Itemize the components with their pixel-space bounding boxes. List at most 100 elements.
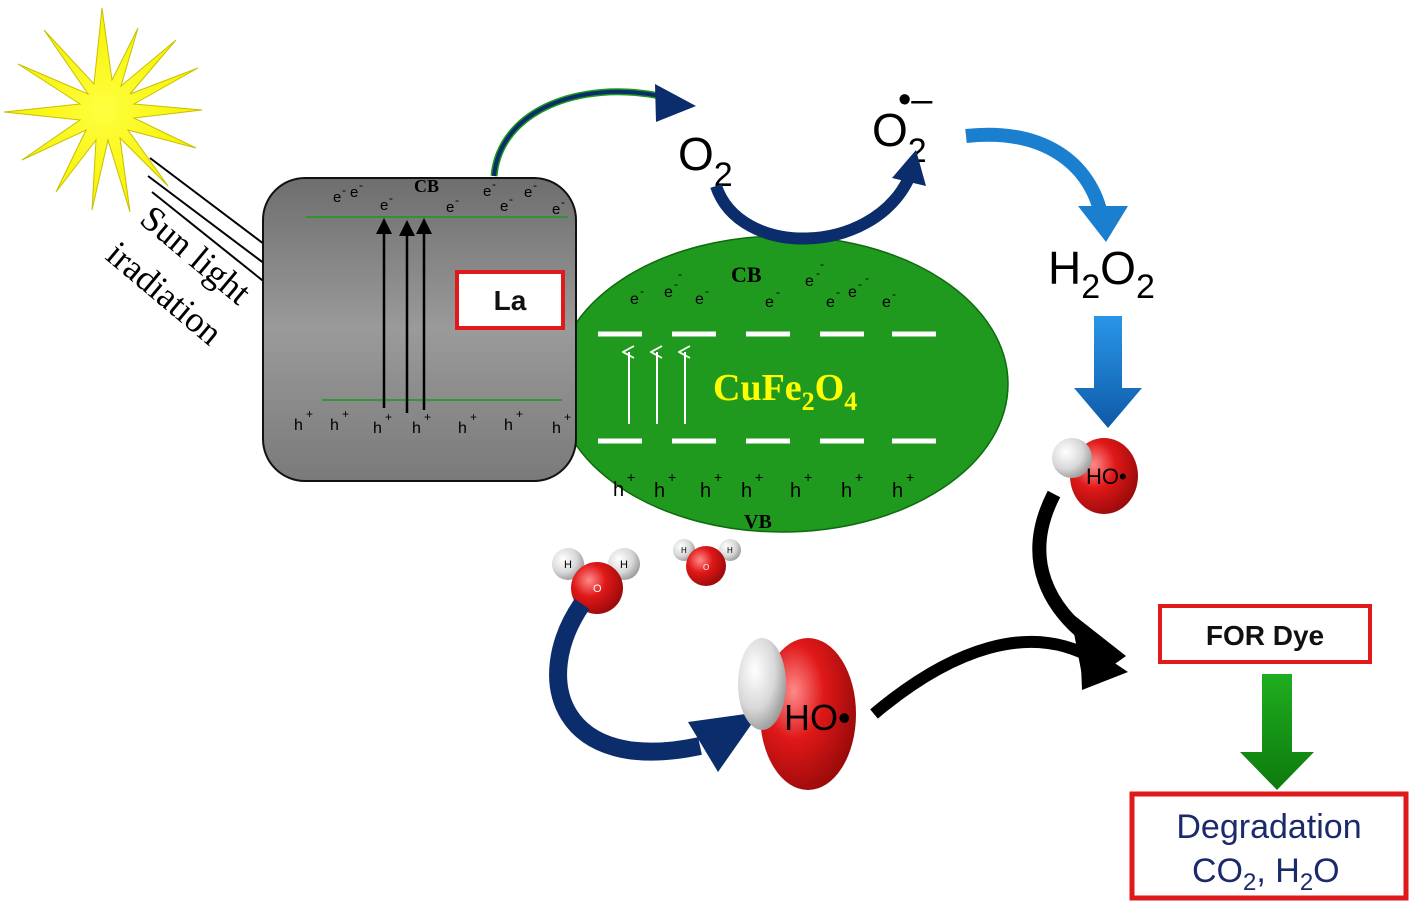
superoxide-charge: •– bbox=[898, 79, 933, 121]
svg-text:+: + bbox=[627, 469, 635, 485]
svg-text:h: h bbox=[741, 480, 752, 502]
svg-text:e: e bbox=[826, 294, 835, 311]
water-2-h-right: H bbox=[727, 546, 733, 555]
svg-text:h: h bbox=[373, 420, 382, 437]
svg-text:-: - bbox=[705, 284, 709, 298]
hydroxyl-radical-large bbox=[738, 638, 856, 790]
svg-text:+: + bbox=[564, 410, 571, 424]
water-1-o: O bbox=[593, 583, 602, 595]
svg-text:-: - bbox=[640, 284, 644, 298]
cufe2o4-label: CuFe2O4 bbox=[713, 367, 857, 416]
cufe2o4-holes: h+ h+ h+ h+ h+ h+ h+ bbox=[613, 469, 914, 502]
products-line2: CO2, H2O bbox=[1192, 852, 1340, 896]
svg-text:e: e bbox=[446, 199, 454, 216]
svg-text:e: e bbox=[882, 294, 891, 311]
svg-text:-: - bbox=[674, 277, 678, 291]
svg-text:+: + bbox=[306, 407, 313, 421]
cufe2o4-electrons: e- e- - e- e- e- - e- e- - e- bbox=[630, 257, 896, 311]
dye-label: FOR Dye bbox=[1206, 620, 1324, 651]
svg-text:-: - bbox=[865, 271, 869, 285]
cufe2o4-vb-label: VB bbox=[744, 511, 772, 533]
hydroxyl-to-dye-arrow-2 bbox=[870, 635, 1128, 719]
cufe2o4-cb-label: CB bbox=[731, 262, 762, 287]
products-line1: Degradation bbox=[1176, 808, 1361, 846]
svg-text:e: e bbox=[695, 291, 704, 308]
svg-text:e: e bbox=[664, 284, 673, 301]
svg-text:+: + bbox=[342, 407, 349, 421]
svg-text:+: + bbox=[714, 469, 722, 485]
svg-text:-: - bbox=[678, 267, 682, 281]
svg-text:h: h bbox=[552, 420, 561, 437]
svg-text:-: - bbox=[359, 178, 363, 192]
svg-text:e: e bbox=[552, 201, 560, 218]
svg-text:+: + bbox=[424, 410, 431, 424]
svg-text:e: e bbox=[524, 184, 532, 201]
o2-label: O2 bbox=[678, 128, 733, 194]
superoxide-to-h2o2-arrow bbox=[965, 127, 1128, 242]
products-box bbox=[1129, 791, 1409, 901]
svg-text:-: - bbox=[776, 285, 780, 299]
svg-text:-: - bbox=[509, 192, 513, 206]
water-2-h-left: H bbox=[681, 546, 687, 555]
svg-text:e: e bbox=[483, 183, 491, 200]
svg-text:h: h bbox=[892, 480, 903, 502]
la-particle-box bbox=[262, 177, 577, 482]
superoxide-label: O2 bbox=[872, 104, 927, 170]
electron-transfer-arrow bbox=[490, 84, 696, 177]
svg-text:-: - bbox=[816, 266, 820, 280]
svg-text:e: e bbox=[765, 294, 774, 311]
svg-text:+: + bbox=[668, 469, 676, 485]
svg-text:-: - bbox=[892, 287, 896, 301]
svg-text:-: - bbox=[836, 285, 840, 299]
svg-text:h: h bbox=[654, 480, 665, 502]
la-label-box bbox=[455, 270, 565, 330]
svg-text:+: + bbox=[855, 469, 863, 485]
svg-text:e: e bbox=[380, 197, 388, 214]
svg-text:+: + bbox=[755, 469, 763, 485]
svg-text:h: h bbox=[294, 417, 303, 434]
svg-text:e: e bbox=[350, 184, 358, 201]
svg-text:+: + bbox=[906, 469, 914, 485]
water-molecule-2 bbox=[673, 539, 741, 586]
svg-text:-: - bbox=[533, 178, 537, 192]
o2-reduction-arrow bbox=[710, 150, 926, 245]
la-cb-label: CB bbox=[414, 176, 439, 196]
svg-text:-: - bbox=[342, 183, 346, 197]
degradation-arrow bbox=[1240, 674, 1314, 790]
hydroxyl-large-label: HO• bbox=[784, 697, 851, 738]
svg-text:-: - bbox=[492, 177, 496, 191]
svg-text:e: e bbox=[630, 291, 639, 308]
water-oxidation-arrow bbox=[549, 598, 760, 772]
svg-text:-: - bbox=[858, 277, 862, 291]
svg-text:h: h bbox=[504, 417, 513, 434]
svg-text:h: h bbox=[330, 417, 339, 434]
svg-text:e: e bbox=[333, 189, 341, 206]
svg-text:e: e bbox=[805, 273, 814, 290]
dye-box bbox=[1158, 604, 1372, 664]
svg-text:+: + bbox=[470, 410, 477, 424]
svg-text:e: e bbox=[500, 198, 508, 215]
svg-text:-: - bbox=[389, 191, 393, 205]
svg-text:+: + bbox=[385, 410, 392, 424]
svg-text:h: h bbox=[841, 480, 852, 502]
svg-text:-: - bbox=[820, 257, 824, 271]
hydroxyl-radical-small bbox=[1052, 438, 1138, 514]
water-2-o: O bbox=[703, 563, 709, 572]
svg-text:h: h bbox=[613, 479, 624, 501]
h2o2-label: H2O2 bbox=[1048, 242, 1155, 306]
cufe2o4-excitation-arrows bbox=[629, 352, 685, 424]
svg-text:h: h bbox=[412, 420, 421, 437]
svg-text:+: + bbox=[516, 407, 523, 421]
la-excitation-arrows bbox=[376, 218, 432, 413]
water-1-h-right: H bbox=[620, 559, 628, 571]
la-label: La bbox=[494, 285, 527, 316]
svg-text:h: h bbox=[458, 420, 467, 437]
sun-icon bbox=[3, 7, 203, 213]
svg-text:-: - bbox=[561, 195, 565, 209]
la-electrons: e- e- e- e- e- e- e- e- bbox=[333, 177, 565, 218]
svg-text:e: e bbox=[848, 284, 857, 301]
svg-text:-: - bbox=[455, 193, 459, 207]
h2o2-to-hydroxyl-arrow bbox=[1074, 316, 1142, 428]
hydroxyl-small-label: HO• bbox=[1086, 464, 1127, 489]
